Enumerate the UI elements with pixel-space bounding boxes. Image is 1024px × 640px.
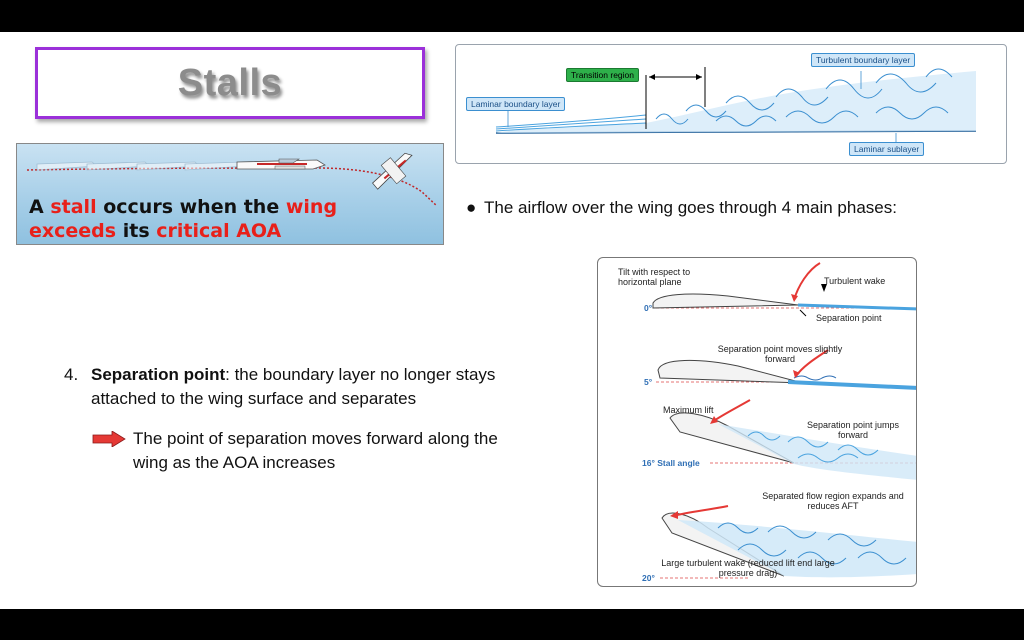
phase2-angle: 5°	[644, 377, 653, 387]
phase3-angle: 16° Stall angle	[642, 458, 700, 468]
banner-word: its	[122, 220, 150, 242]
separation-point-label: Separation point	[816, 313, 882, 323]
banner-text-line-2: exceeds its critical AOA	[29, 220, 281, 242]
stall-banner-image: A stall occurs when the wing exceeds its…	[16, 143, 444, 245]
phase4-label-b: Large turbulent wake (reduced lift end l…	[661, 558, 835, 578]
list-number: 4.	[64, 365, 79, 384]
turbulent-wake-label: Turbulent wake	[824, 276, 886, 286]
top-letterbox	[0, 0, 1024, 32]
list-description: : the boundary layer no longer stays att…	[91, 365, 496, 408]
separation-phases-figure: Tilt with respect to horizontal plane 0°…	[597, 257, 917, 587]
banner-word: occurs when the	[103, 196, 280, 218]
laminar-sublayer-label: Laminar sublayer	[849, 142, 925, 156]
bullet-text: The airflow over the wing goes through 4…	[484, 198, 897, 217]
phase2-label: Separation point moves slightly forward	[717, 344, 843, 364]
phases-bullet: ● The airflow over the wing goes through …	[466, 198, 897, 218]
banner-word-wing: wing	[285, 196, 338, 218]
stall-sequence-illustration	[26, 152, 438, 207]
banner-word-stall: stall	[50, 196, 97, 218]
bottom-letterbox	[0, 609, 1024, 640]
banner-word-critical-aoa: critical AOA	[156, 220, 282, 242]
banner-word-exceeds: exceeds	[29, 220, 117, 242]
title-box: Stalls	[35, 47, 425, 119]
list-item-body: Separation point: the boundary layer no …	[91, 363, 531, 411]
tilt-label: Tilt with respect to horizontal plane	[618, 267, 691, 287]
phase4-label-a: Separated flow region expands and reduce…	[762, 491, 904, 511]
laminar-boundary-layer-label: Laminar boundary layer	[466, 97, 566, 111]
phase1-angle: 0°	[644, 303, 653, 313]
transition-region-label: Transition region	[566, 68, 639, 82]
airfoil-phases-illustration	[652, 262, 916, 579]
banner-text-line-1: A stall occurs when the wing	[29, 196, 337, 218]
phase3-label: Separation point jumps forward	[806, 420, 900, 440]
right-arrow-icon	[92, 431, 126, 447]
list-term: Separation point	[91, 365, 226, 384]
boundary-layer-figure: Transition region Laminar boundary layer…	[455, 44, 1007, 164]
phase4-angle: 20°	[642, 573, 655, 583]
bullet-icon: ●	[466, 198, 477, 217]
arrow-note-text: The point of separation moves forward al…	[133, 429, 498, 472]
maximum-lift-label: Maximum lift	[663, 405, 714, 415]
turbulent-boundary-layer-label: Turbulent boundary layer	[811, 53, 916, 67]
boundary-layer-illustration	[495, 67, 977, 145]
banner-word: A	[29, 196, 44, 218]
slide-title: Stalls	[177, 61, 283, 104]
slide: Stalls	[0, 32, 1024, 609]
